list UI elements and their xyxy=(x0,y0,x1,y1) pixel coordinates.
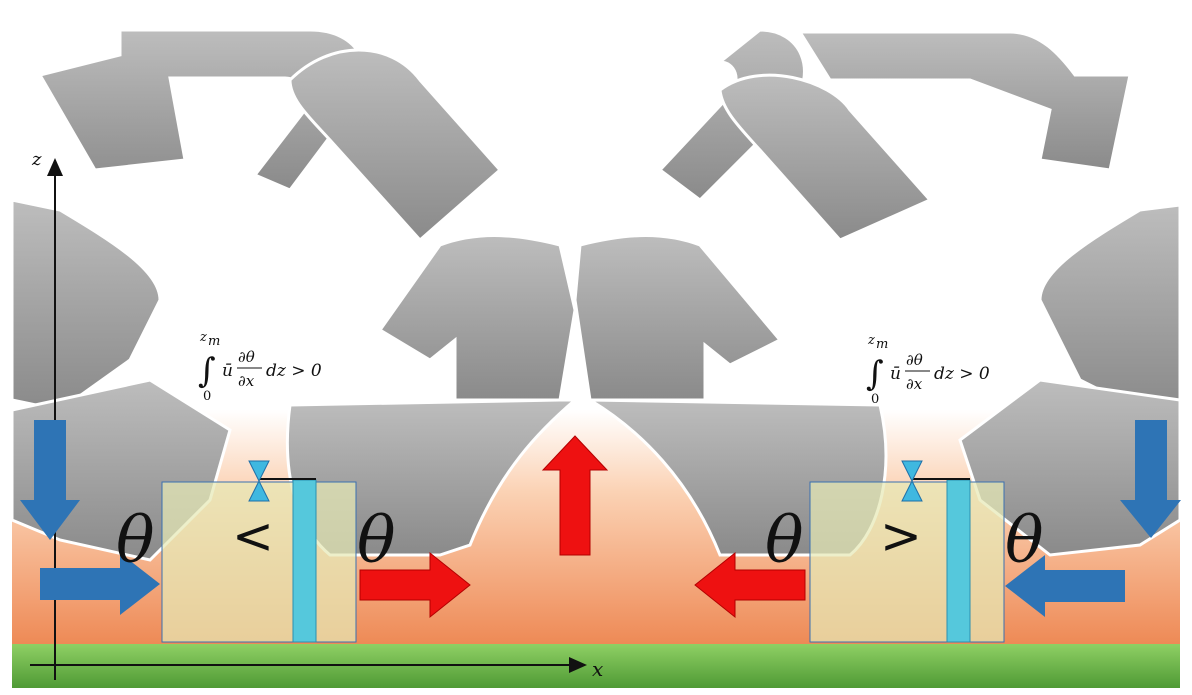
z-axis-label: z xyxy=(31,149,42,170)
left-integral-sign: ∫ xyxy=(198,351,216,391)
top-right-wide-arrow xyxy=(797,30,1132,172)
left-integral-upper: z xyxy=(199,330,207,345)
left-integral-u: ū xyxy=(222,361,233,381)
right-integral-expression: z m ∫ 0 ū ∂θ ∂x dz > 0 xyxy=(866,333,990,407)
right-integral-upper: z xyxy=(867,333,875,348)
center-updraft-arrow xyxy=(541,435,609,556)
right-cell-theta-left: θ xyxy=(765,504,804,578)
center-left-lobe xyxy=(377,234,577,402)
right-valve-icon xyxy=(901,460,923,502)
left-cell-column xyxy=(292,479,317,643)
right-down-arrow xyxy=(1120,420,1181,538)
left-cell-box xyxy=(161,481,357,643)
left-outflow-arrow xyxy=(359,551,471,619)
right-lower-lobe xyxy=(958,378,1182,557)
top-left-down-arrow xyxy=(288,48,503,243)
right-cell-column xyxy=(946,479,971,643)
top-right-lobe xyxy=(718,73,933,242)
right-cell-box xyxy=(809,481,1005,643)
right-integral-denominator: ∂x xyxy=(906,375,923,393)
left-integral-numerator: ∂θ xyxy=(238,348,255,366)
warm-arrows xyxy=(359,435,806,619)
left-integral-expression: z m ∫ 0 ū ∂θ ∂x dz > 0 xyxy=(198,330,322,404)
x-axis-label: x xyxy=(592,657,603,681)
left-valve-icon xyxy=(248,460,270,502)
right-integral-numerator: ∂θ xyxy=(906,351,923,369)
center-right-lobe xyxy=(573,234,783,402)
right-integral-u: ū xyxy=(890,364,901,384)
left-cell-relation: < xyxy=(232,507,274,565)
left-down-arrow xyxy=(20,420,80,540)
left-cell-theta-left: θ xyxy=(116,504,155,578)
right-outflow-arrow xyxy=(694,551,806,619)
left-integral-tail: dz > 0 xyxy=(266,361,322,381)
circulation-arrows xyxy=(10,28,1182,562)
right-integral-tail: dz > 0 xyxy=(934,364,990,384)
top-left-curved-arrow xyxy=(37,28,366,192)
right-integral-sign: ∫ xyxy=(866,354,884,394)
right-integral-upper-sub: m xyxy=(876,337,888,352)
left-integral-denominator: ∂x xyxy=(238,372,255,390)
right-integral-lower: 0 xyxy=(871,392,879,407)
right-cell-theta-right: θ xyxy=(1005,504,1044,578)
right-inflow-arrow xyxy=(1005,555,1125,617)
cold-arrows xyxy=(20,420,1181,617)
right-edge-lobe xyxy=(1038,203,1182,412)
left-integral-upper-sub: m xyxy=(208,334,220,349)
left-integral-lower: 0 xyxy=(203,389,211,404)
left-edge-lobe xyxy=(10,198,162,412)
right-cell-relation: > xyxy=(880,507,922,565)
left-cell-theta-right: θ xyxy=(357,504,396,578)
left-inflow-arrow xyxy=(40,553,160,615)
